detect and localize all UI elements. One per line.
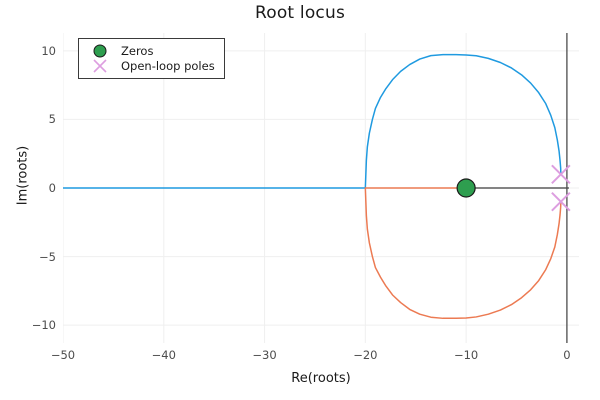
- y-axis-tick-labels: −10 −5 0 5 10: [0, 33, 56, 343]
- pole-zero-markers: [456, 164, 571, 212]
- x-tick-label: 0: [563, 348, 571, 362]
- x-tick-label: −40: [151, 348, 176, 362]
- page-title: Root locus: [254, 3, 346, 23]
- x-axis-label: Re(roots): [291, 371, 351, 386]
- y-tick-label: 5: [48, 112, 56, 127]
- open-loop-pole-marker: [551, 164, 571, 184]
- y-tick-label: 0: [48, 181, 56, 195]
- legend-item-poles: Open-loop poles: [85, 58, 215, 73]
- legend-label-zeros: Zeros: [121, 43, 154, 58]
- y-tick-label: −10: [31, 318, 56, 333]
- locus-branches: [63, 53, 562, 320]
- x-tick-label: −30: [252, 348, 277, 362]
- plot-canvas: [63, 33, 579, 343]
- x-tick-label: −20: [353, 348, 378, 362]
- open-loop-pole-marker: [551, 192, 571, 212]
- zero-marker: [456, 178, 476, 198]
- pole-cross-icon: [85, 58, 115, 73]
- zero-circle-icon: [85, 43, 115, 58]
- plot-area: [63, 33, 579, 343]
- x-axis-tick-labels: −50 −40 −30 −20 −10 0: [51, 348, 579, 368]
- legend: Zeros Open-loop poles: [78, 38, 225, 79]
- legend-item-zeros: Zeros: [85, 43, 215, 58]
- y-tick-label: 10: [41, 43, 56, 58]
- zero-axis-lines: [466, 33, 569, 343]
- y-tick-label: −5: [39, 249, 56, 264]
- x-tick-label: −10: [453, 348, 479, 362]
- legend-label-poles: Open-loop poles: [121, 58, 215, 73]
- y-axis-label: Im(roots): [15, 145, 31, 206]
- x-tick-label: −50: [50, 348, 76, 362]
